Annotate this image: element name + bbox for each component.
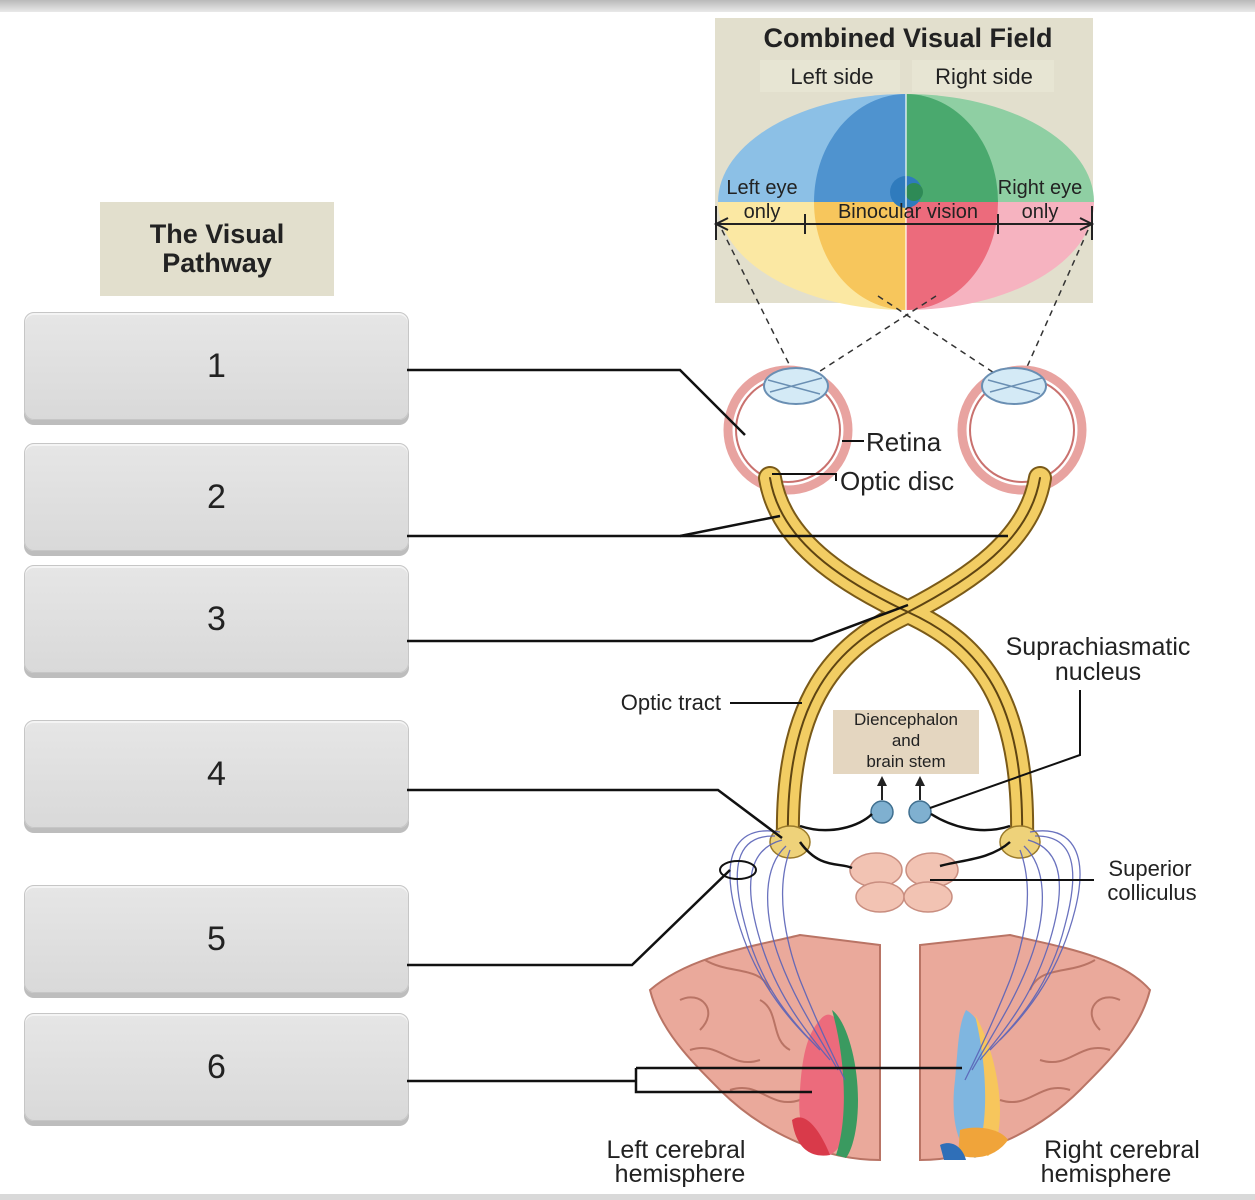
left-eye-only-label-2: only — [744, 201, 781, 223]
label-box-1[interactable]: 1 — [24, 312, 409, 420]
optic-tract-label: Optic tract — [621, 690, 721, 715]
leader-line-5 — [407, 869, 731, 967]
retina-label: Retina — [866, 427, 942, 457]
binocular-vision-label: Binocular vision — [838, 201, 978, 223]
superior-colliculus-label-2: colliculus — [1107, 880, 1196, 905]
right-eye-only-label-2: only — [1022, 201, 1059, 223]
right-eye — [957, 365, 1087, 495]
left-cerebral-hemisphere — [648, 933, 881, 1162]
left-hemisphere-label-1: Left cerebral — [607, 1136, 746, 1164]
combined-visual-field: Combined Visual Field Left side Right si… — [713, 18, 1095, 310]
suprachiasmatic-label-2: nucleus — [1055, 658, 1141, 686]
label-box-2[interactable]: 2 — [24, 443, 409, 551]
diencephalon-label-3: brain stem — [866, 752, 945, 771]
right-side-label: Right side — [935, 64, 1033, 89]
optic-disc-label: Optic disc — [840, 466, 954, 496]
label-box-5[interactable]: 5 — [24, 885, 409, 993]
right-hemisphere-label-2: hemisphere — [1041, 1160, 1172, 1188]
field-extent-arrows — [713, 206, 1095, 240]
collateral-pathways — [798, 812, 1011, 870]
suprachiasmatic-label-1: Suprachiasmatic — [1006, 633, 1191, 661]
leader-line-1 — [407, 368, 746, 436]
optic-nerves-and-tracts — [758, 466, 1052, 852]
visual-field-title: Combined Visual Field — [763, 23, 1052, 53]
diencephalon-box: Diencephalon and brain stem — [833, 710, 979, 774]
label-box-4[interactable]: 4 — [24, 720, 409, 828]
diencephalon-label-1: Diencephalon — [854, 710, 958, 729]
left-eye-only-label-1: Left eye — [726, 177, 797, 199]
label-box-6[interactable]: 6 — [24, 1013, 409, 1121]
diagram-title: The Visual Pathway — [100, 202, 334, 296]
diencephalon-label-2: and — [892, 731, 920, 750]
left-hemisphere-label-2: hemisphere — [615, 1160, 746, 1188]
leader-line-3 — [407, 603, 909, 643]
label-leader-lines — [407, 368, 1008, 1094]
superior-colliculus — [849, 852, 959, 913]
left-lateral-geniculate-nucleus — [769, 825, 811, 859]
visual-field-disc — [718, 94, 1094, 310]
right-cerebral-hemisphere — [919, 933, 1152, 1162]
label-box-3[interactable]: 3 — [24, 565, 409, 673]
right-hemisphere-label-1: Right cerebral — [1044, 1136, 1200, 1164]
structure-pointer-lines — [730, 440, 1094, 881]
leader-line-2 — [407, 514, 781, 538]
left-side-label: Left side — [790, 64, 873, 89]
leader-line-4 — [407, 788, 783, 839]
right-lateral-geniculate-nucleus — [999, 825, 1041, 859]
window-frame-top — [0, 0, 1255, 12]
left-eye — [723, 365, 853, 495]
optic-radiation-marker-ring — [719, 860, 757, 880]
optic-radiations — [729, 830, 1081, 1081]
suprachiasmatic-nuclei — [870, 776, 932, 824]
window-frame-bottom — [0, 1194, 1255, 1200]
right-eye-only-label-1: Right eye — [998, 177, 1083, 199]
superior-colliculus-label-1: Superior — [1108, 856, 1191, 881]
